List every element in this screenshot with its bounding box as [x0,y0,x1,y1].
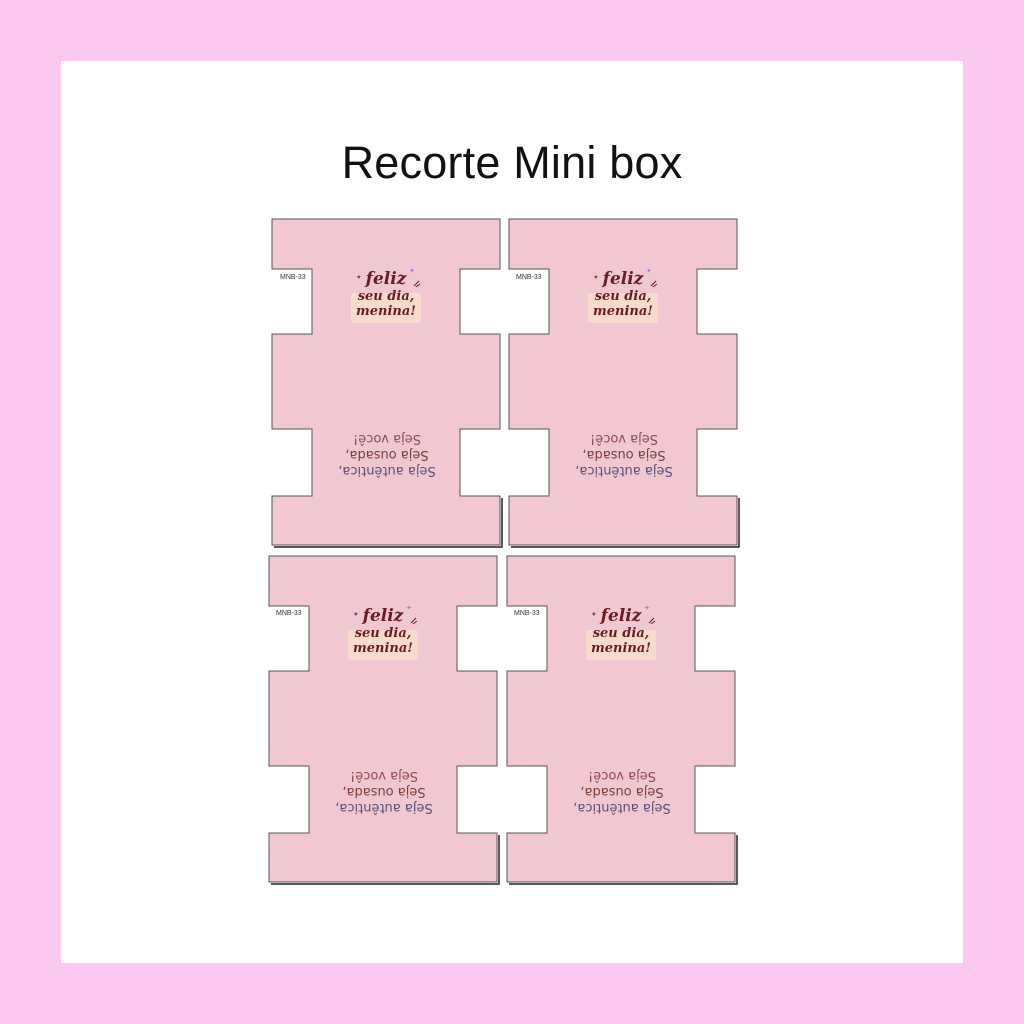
greeting-line-2: seu dia, [354,626,412,641]
greeting-label: feliz seu dia, menina! ♥ ✦ [349,268,423,327]
message-line-1: Seja autêntica, [575,463,673,478]
card-shape [506,555,738,885]
greeting-highlight [588,293,658,323]
heart-icon: ♥ [354,612,358,618]
message-line-2: Seja ousada, [342,784,426,799]
sparkle-star-icon: ✦ [406,605,412,612]
message-text: Seja autêntica, Seja ousada, Seja você! [332,430,442,478]
sparkle-lines-icon [413,280,421,287]
sparkle-star-icon: ✦ [644,605,650,612]
greeting-highlight [586,630,656,660]
message-line-2: Seja ousada, [345,447,429,462]
sparkle-lines-icon [650,280,658,287]
card-shape [508,218,740,548]
message-line-1: Seja autêntica, [573,800,671,815]
greeting-line-3: menina! [353,641,413,656]
sparkle-star-icon: ✦ [646,268,652,275]
message-line-3: Seja você! [590,431,658,446]
message-line-3: Seja você! [350,768,418,783]
message-line-1: Seja autêntica, [335,800,433,815]
sparkle-star-icon: ✦ [409,268,415,275]
product-code: MNB-33 [514,610,540,617]
greeting-line-3: menina! [591,641,651,656]
greeting-line-2: seu dia, [592,626,650,641]
card-shape [271,218,503,548]
message-line-1: Seja autêntica, [338,463,436,478]
greeting-line-1: feliz [365,269,407,289]
greeting-line-2: seu dia, [357,289,415,304]
sparkle-lines-icon [648,617,656,624]
message-line-3: Seja você! [588,768,656,783]
greeting-line-1: feliz [362,606,404,626]
card-shape [268,555,500,885]
greeting-label: feliz seu dia, menina! ♥ ✦ [584,605,658,664]
message-line-2: Seja ousada, [582,447,666,462]
message-text: Seja autêntica, Seja ousada, Seja você! [569,430,679,478]
greeting-line-2: seu dia, [594,289,652,304]
greeting-label: feliz seu dia, menina! ♥ ✦ [346,605,420,664]
greeting-label: feliz seu dia, menina! ♥ ✦ [586,268,660,327]
greeting-line-1: feliz [600,606,642,626]
product-code: MNB-33 [280,274,306,281]
greeting-line-3: menina! [593,304,653,319]
die-cut-card: MNB-33 feliz seu dia, menina! ♥ ✦ Seja a… [267,554,500,885]
heart-icon: ♥ [592,612,596,618]
die-cut-card: MNB-33 feliz seu dia, menina! ♥ ✦ Seja a… [507,217,740,548]
greeting-highlight [348,630,418,660]
product-code: MNB-33 [276,610,302,617]
heart-icon: ♥ [357,275,361,281]
product-code: MNB-33 [516,274,542,281]
message-line-2: Seja ousada, [580,784,664,799]
die-cut-card: MNB-33 feliz seu dia, menina! ♥ ✦ Seja a… [505,554,738,885]
message-text: Seja autêntica, Seja ousada, Seja você! [329,767,439,815]
greeting-line-1: feliz [602,269,644,289]
greeting-line-3: menina! [356,304,416,319]
sparkle-lines-icon [410,617,418,624]
greeting-highlight [351,293,421,323]
die-cut-card: MNB-33 feliz seu dia, menina! ♥ ✦ Seja a… [270,217,503,548]
page-title: Recorte Mini box [341,137,683,188]
message-line-3: Seja você! [353,431,421,446]
message-text: Seja autêntica, Seja ousada, Seja você! [567,767,677,815]
heart-icon: ♥ [594,275,598,281]
